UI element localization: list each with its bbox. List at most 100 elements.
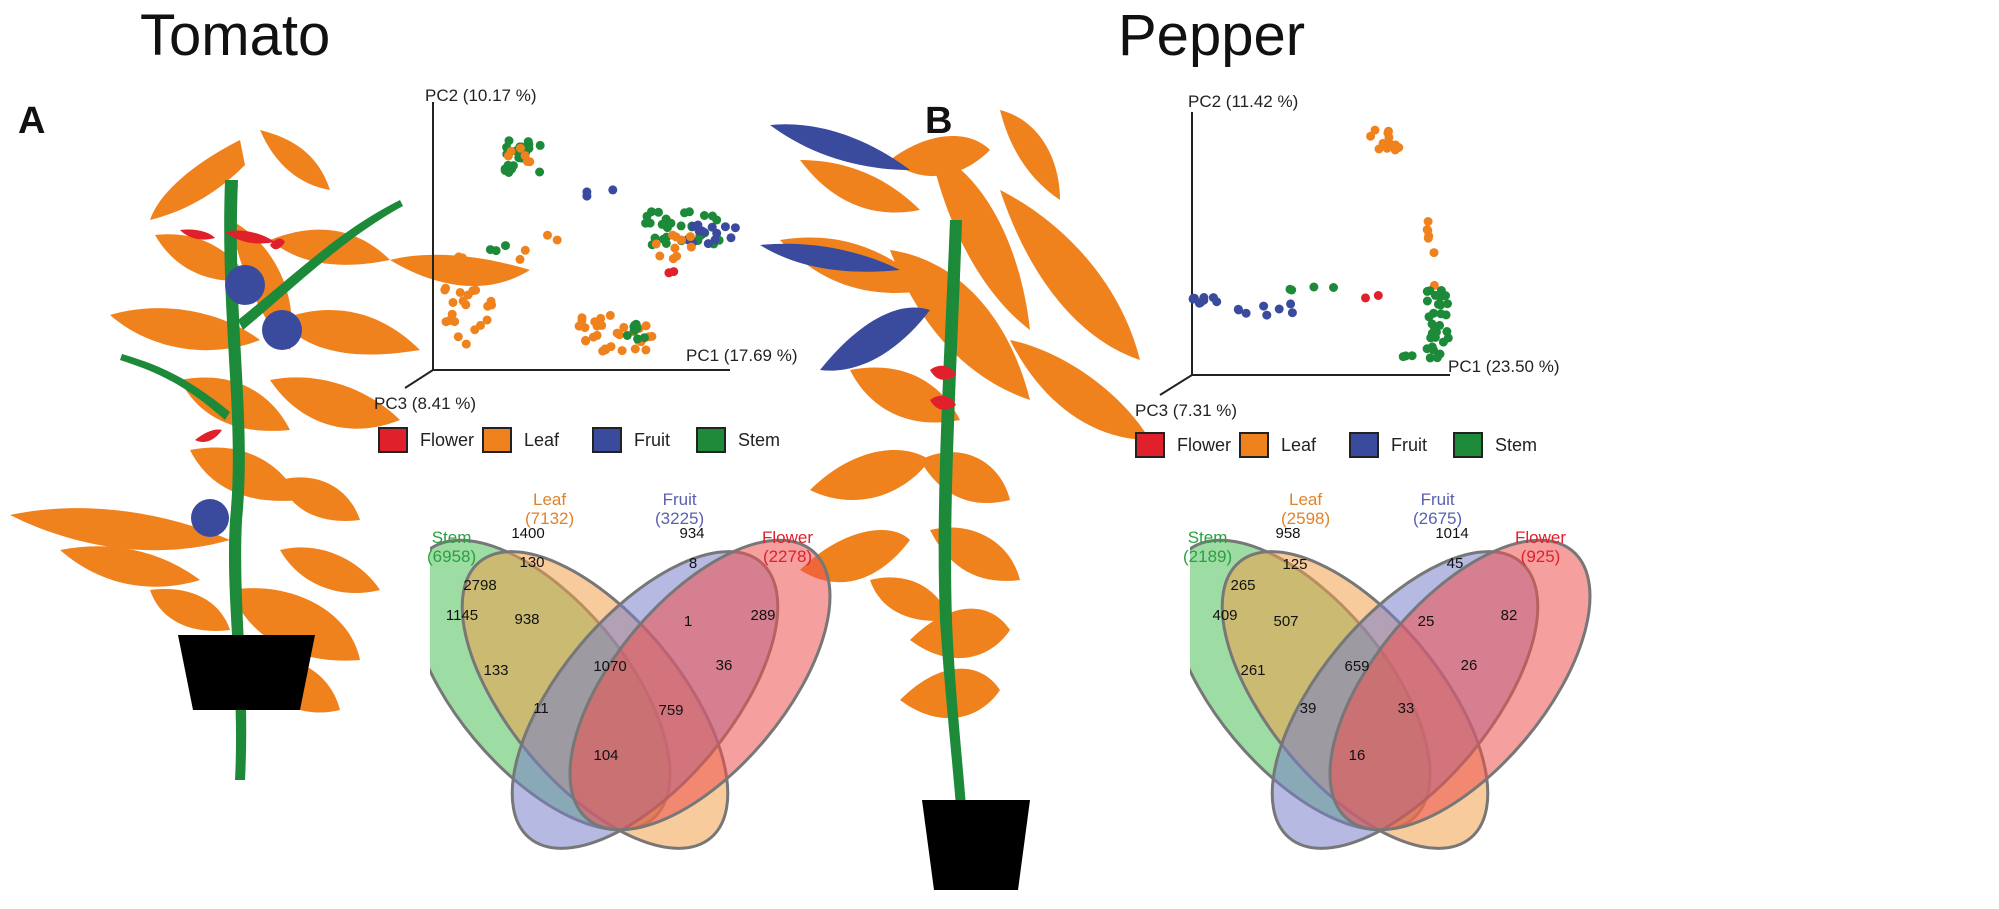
pca-point-leaf <box>516 143 525 153</box>
tomato-pc1-label: PC1 (17.69 %) <box>686 346 798 365</box>
pca-point-leaf <box>543 230 552 240</box>
pca-point-fruit <box>1208 293 1218 303</box>
panel-label-a: A <box>18 100 46 142</box>
venn-count-flower-only: 82 <box>1501 607 1518 624</box>
pca-point-stem <box>630 320 640 330</box>
pepper-stem <box>938 220 970 860</box>
pca-point-leaf <box>630 344 640 354</box>
pca-point-leaf <box>641 345 651 355</box>
pca-point-stem <box>1438 337 1448 347</box>
pca-point-stem <box>501 241 510 251</box>
pca-point-stem <box>1436 286 1446 295</box>
venn-count-stem-leaf-fruit: 938 <box>514 611 539 628</box>
tomato-pc3-axis <box>404 369 434 389</box>
pca-point-stem <box>1422 286 1432 296</box>
legend-label-leaf: Leaf <box>524 430 560 450</box>
pca-point-leaf <box>483 301 493 311</box>
tomato-pca-plot <box>404 102 740 389</box>
pca-point-leaf <box>598 346 608 356</box>
pca-point-stem <box>699 211 709 220</box>
pca-point-fruit <box>1286 299 1296 309</box>
venn-count-stem-fruit-flower: 11 <box>533 700 549 717</box>
venn-count-fruit-flower: 45 <box>1447 555 1464 572</box>
pca-point-leaf <box>597 320 607 330</box>
pca-point-leaf <box>472 265 482 275</box>
pca-point-fruit <box>1241 308 1251 318</box>
venn-set-leaf: Leaf (7132) <box>525 490 575 528</box>
pca-point-leaf <box>442 265 452 275</box>
legend-swatch-leaf <box>1239 432 1269 458</box>
pca-point-stem <box>1443 299 1452 309</box>
venn-count-fruit-flower: 8 <box>689 555 697 572</box>
pca-point-leaf <box>590 317 600 327</box>
pca-point-leaf <box>651 239 661 249</box>
venn-count-stem-fruit-flower: 39 <box>1300 700 1317 717</box>
pca-point-fruit <box>710 235 720 245</box>
tomato-flowers <box>180 229 285 442</box>
legend-label-fruit: Fruit <box>634 430 670 450</box>
pca-point-leaf <box>605 310 615 320</box>
pca-point-leaf <box>655 251 665 261</box>
pca-point-leaf <box>476 320 485 330</box>
pca-point-leaf <box>617 346 627 356</box>
pca-point-leaf <box>448 298 458 307</box>
venn-count-leaf-only: 958 <box>1275 525 1300 542</box>
pca-point-leaf <box>1366 131 1376 141</box>
venn-set-fruit: Fruit (2675) <box>1413 490 1463 528</box>
pca-point-leaf <box>685 232 695 242</box>
pca-point-leaf <box>574 321 584 331</box>
pepper-pot <box>922 800 1030 890</box>
pca-point-stem <box>1329 283 1338 292</box>
pca-point-leaf <box>461 339 471 349</box>
pca-point-leaf <box>482 315 492 325</box>
venn-count-flower-only: 289 <box>750 607 775 624</box>
pca-point-stem <box>485 245 495 255</box>
venn-count-stem-fruit: 261 <box>1240 662 1265 679</box>
pepper-legend: Flower Leaf Fruit Stem <box>1135 430 1555 460</box>
pca-point-fruit <box>1233 304 1243 314</box>
pepper-leaves <box>780 110 1150 719</box>
pca-point-leaf <box>461 300 471 310</box>
tomato-plant-illustration <box>10 130 530 780</box>
legend-label-flower: Flower <box>1177 435 1232 455</box>
tomato-pc3-label: PC3 (8.41 %) <box>374 394 477 413</box>
pca-point-flower <box>664 268 674 278</box>
venn-count-stem-leaf-fruit: 507 <box>1273 613 1298 630</box>
pca-point-stem <box>1424 312 1434 322</box>
pca-point-stem <box>1432 353 1442 363</box>
legend-label-leaf: Leaf <box>1281 435 1317 455</box>
pca-point-stem <box>708 211 717 221</box>
venn-count-leaf-only: 1400 <box>511 525 544 542</box>
venn-ellipse-flower <box>1328 538 1592 832</box>
venn-count-all: 659 <box>1344 658 1369 675</box>
venn-set-flower: Flower (925) <box>1515 528 1567 566</box>
pca-point-stem <box>535 167 545 177</box>
pca-point-stem <box>1436 309 1446 319</box>
pca-point-stem <box>1427 328 1437 338</box>
pca-point-stem <box>1422 296 1432 306</box>
pca-point-stem <box>1407 351 1417 361</box>
tomato-pc2-label: PC2 (10.17 %) <box>425 86 537 105</box>
venn-count-fruit-flower-stem: 36 <box>716 657 733 674</box>
pepper-pc3-axis <box>1159 374 1193 396</box>
pca-point-stem <box>1435 292 1445 302</box>
pca-point-leaf <box>677 235 686 245</box>
pca-point-leaf <box>480 266 489 276</box>
legend-swatch-stem <box>1453 432 1483 458</box>
pca-point-stem <box>633 334 643 344</box>
venn-count-leaf-flower-stem: 33 <box>1398 700 1415 717</box>
legend-label-flower: Flower <box>420 430 475 450</box>
panel-label-b: B <box>925 100 953 142</box>
pca-point-stem <box>507 164 516 174</box>
pca-point-leaf <box>619 322 629 332</box>
pca-point-fruit <box>1274 304 1284 314</box>
pca-point-fruit <box>1287 308 1297 318</box>
pca-point-leaf <box>483 259 493 269</box>
venn-count-stem-only: 1145 <box>446 607 478 624</box>
venn-count-stem-leaf: 265 <box>1230 577 1255 594</box>
pca-point-leaf <box>453 332 463 342</box>
pca-point-leaf <box>1383 128 1393 138</box>
pepper-pc1-label: PC1 (23.50 %) <box>1448 357 1560 376</box>
pca-point-leaf <box>668 254 678 264</box>
pca-point-stem <box>1287 285 1297 295</box>
